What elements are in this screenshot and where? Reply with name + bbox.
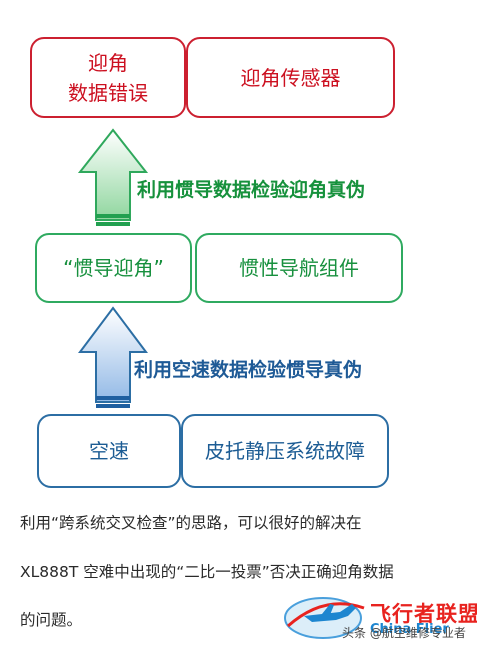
china-flier-logo-icon <box>284 597 365 639</box>
inertial-navigation-unit-box: 惯性导航组件 <box>195 233 403 303</box>
pitot-static-failure-box: 皮托静压系统故障 <box>181 414 389 488</box>
caption-line-3: 的问题。 <box>20 611 83 629</box>
caption-line-1: 利用“跨系统交叉检查”的思路，可以很好的解决在 <box>20 514 362 532</box>
watermark-brand-en: China Flier <box>370 622 449 637</box>
airspeed-box: 空速 <box>37 414 181 488</box>
top-arrow-label: 利用惯导数据检验迎角真伪 <box>137 179 366 201</box>
aoa-sensor-box: 迎角传感器 <box>186 37 395 118</box>
ins-aoa-box: “惯导迎角” <box>35 233 192 303</box>
watermark-source: 头条 @航空维修专业者 <box>342 626 466 640</box>
watermark-brand-cn: 飞行者联盟 <box>370 602 477 626</box>
bottom-arrow-label: 利用空速数据检验惯导真伪 <box>134 359 363 381</box>
caption-line-2: XL888T 空难中出现的“二比一投票”否决正确迎角数据 <box>20 563 394 581</box>
blue-up-arrow-icon <box>78 306 148 408</box>
aoa-data-error-box: 迎角 数据错误 <box>30 37 186 118</box>
green-up-arrow-icon <box>77 128 149 226</box>
